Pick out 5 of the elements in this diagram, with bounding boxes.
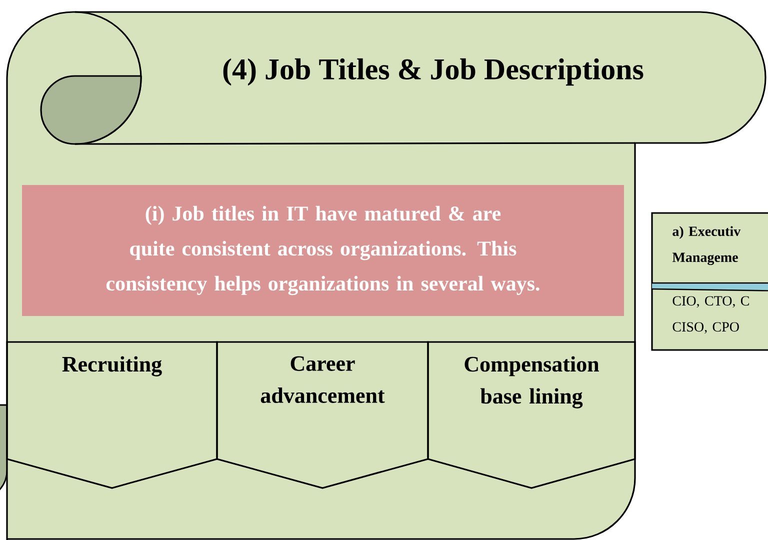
chevron-box: Compensation base lining	[427, 341, 636, 489]
chevron-box: Career advancement	[216, 341, 429, 489]
table-box: a) Executiv Manageme CIO, CTO, C CISO, CPO	[651, 212, 768, 351]
callout-box: (i) Job titles in IT have matured & are quite consistent across organizations. This consistency helps organizations in several ways.	[22, 185, 624, 316]
chevron-box: Recruiting	[6, 341, 218, 489]
